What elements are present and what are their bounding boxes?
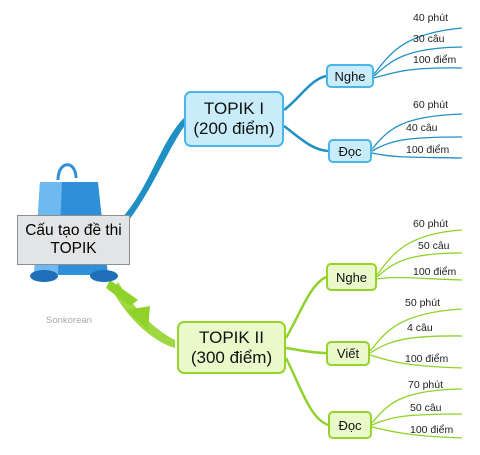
topik1-points: (200 điểm) — [193, 119, 275, 138]
branch-topik2-viet — [285, 346, 327, 355]
topik2-points: (300 điểm) — [190, 347, 273, 367]
topik2-doc-points: 100 điểm — [410, 424, 454, 436]
arrow-down-right-icon — [106, 280, 150, 330]
topik1-node: TOPIK I (200 điểm) — [184, 91, 284, 147]
topik1-doc-time: 60 phút — [413, 99, 449, 111]
topik2-title: TOPIK II — [199, 327, 264, 347]
topik1-doc-node: Đọc — [328, 139, 372, 163]
topik1-nghe-time: 40 phút — [413, 12, 449, 24]
center-title-line1: Cấu tạo đề thi — [25, 222, 122, 239]
topik2-doc-node: Đọc — [328, 411, 372, 439]
topik1-nghe-node: Nghe — [326, 64, 374, 88]
topik2-viet-node: Viết — [326, 341, 370, 366]
topik1-nghe-questions: 30 câu — [413, 33, 445, 45]
watermark: Sonkorean — [46, 315, 92, 326]
branch-topik1 — [118, 116, 186, 226]
topik2-doc-time: 70 phút — [408, 379, 444, 391]
branch-topik1-doc — [283, 125, 329, 153]
topik2-viet-time: 50 phút — [405, 297, 441, 309]
leaf-lines-topik2 — [369, 229, 463, 439]
topik2-node: TOPIK II (300 điểm) — [177, 321, 286, 374]
topik1-doc-points: 100 điểm — [406, 144, 450, 156]
topik2-viet-questions: 4 câu — [407, 322, 433, 334]
leaf-lines-topik1 — [371, 27, 463, 159]
center-node: Cấu tạo đề thi TOPIK — [17, 215, 130, 265]
topik2-doc-questions: 50 câu — [410, 402, 442, 414]
topik2-nghe-points: 100 điểm — [413, 266, 457, 278]
topik2-nghe-questions: 50 câu — [418, 240, 450, 252]
topik1-doc-questions: 40 câu — [406, 122, 438, 134]
topik2-nghe-time: 60 phút — [413, 218, 449, 230]
topik1-nghe-points: 100 điểm — [413, 54, 457, 66]
topik2-viet-points: 100 điểm — [405, 353, 449, 365]
branch-topik2-nghe — [284, 275, 327, 339]
branch-topik2-doc — [284, 357, 329, 427]
topik1-title: TOPIK I — [203, 99, 265, 118]
center-title-line2: TOPIK — [50, 240, 97, 257]
topik2-nghe-node: Nghe — [326, 263, 377, 291]
branch-topik1-nghe — [283, 74, 327, 111]
